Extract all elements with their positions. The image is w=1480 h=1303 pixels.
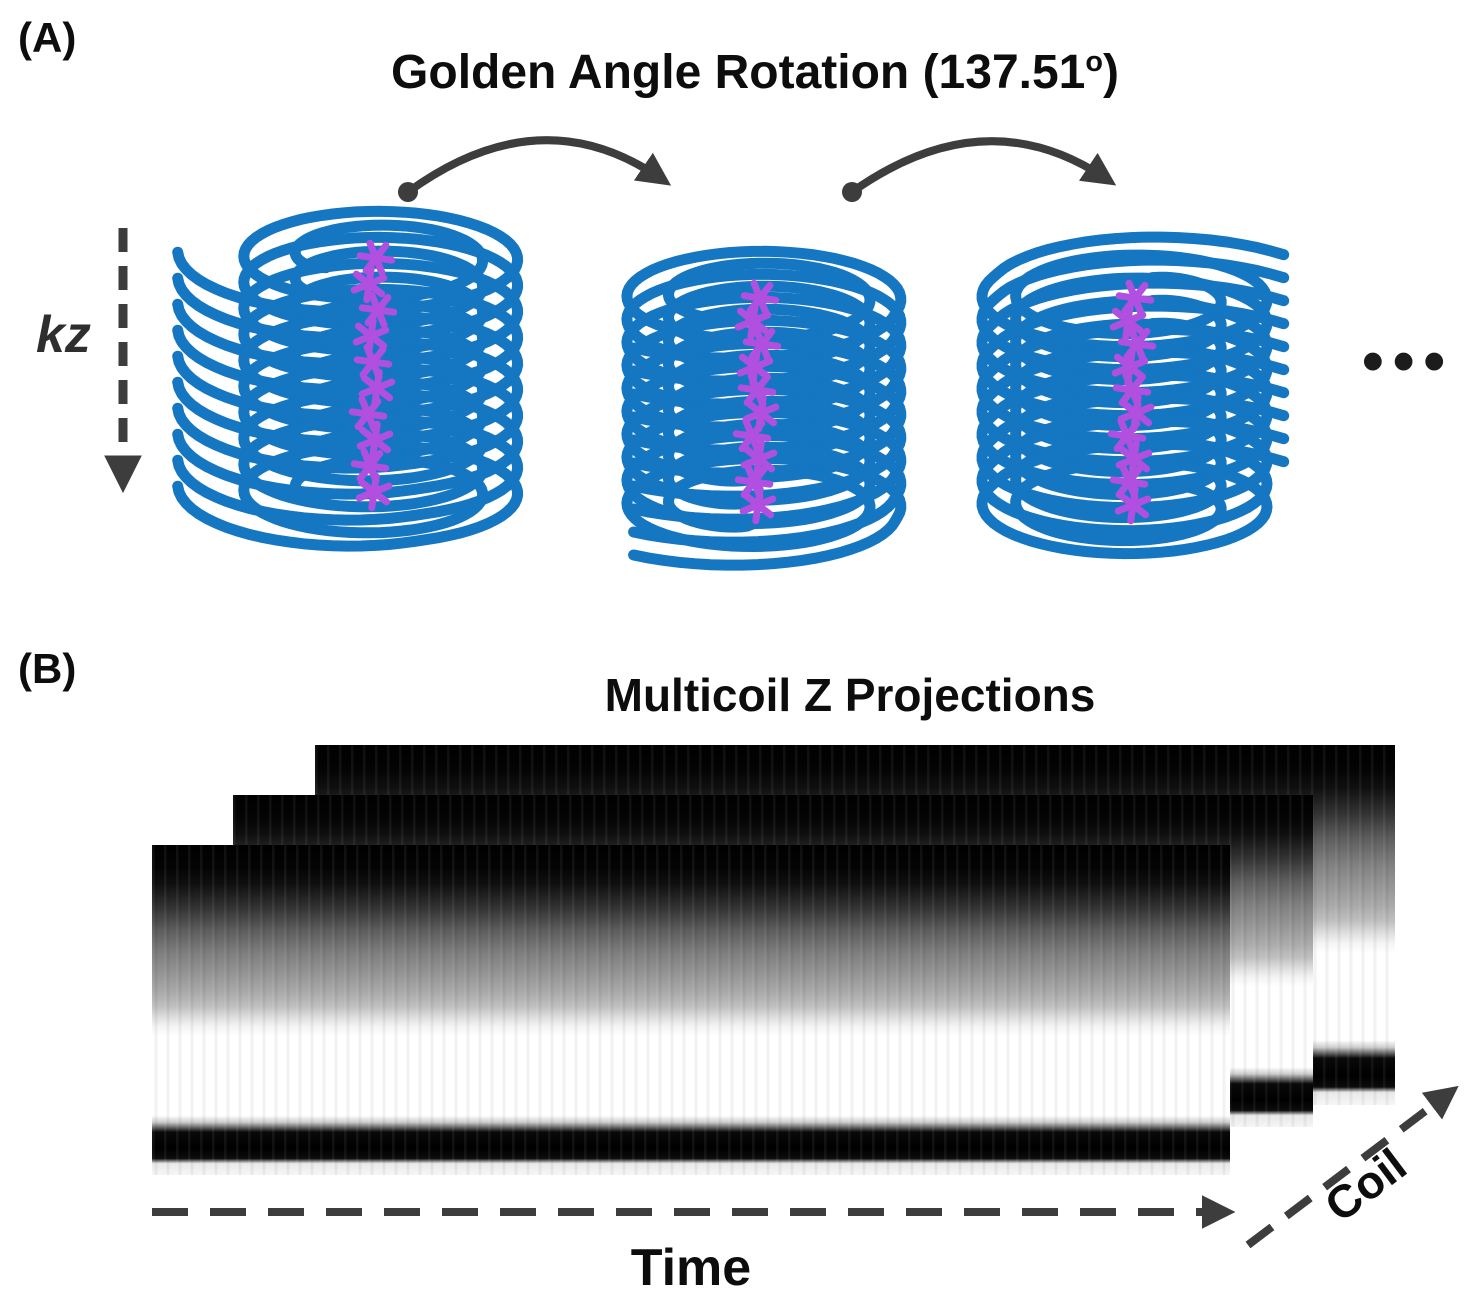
- panel-a-title: Golden Angle Rotation (137.51o): [30, 45, 1480, 100]
- rotation-arrow-1: [398, 136, 672, 202]
- spiral-stack-3: [976, 231, 1290, 560]
- kz-axis-label: kz: [36, 306, 91, 364]
- spiral-stack-2: [621, 245, 907, 571]
- projection-image-front: [152, 845, 1230, 1175]
- panel-a-title-text: Golden Angle Rotation (137.51: [391, 46, 1086, 99]
- panel-a-label: (A): [18, 14, 77, 61]
- continuation-ellipsis: •••: [1362, 327, 1455, 396]
- coil-axis-label: Coil: [1315, 1138, 1416, 1232]
- panel-b-label: (B): [18, 645, 77, 692]
- panel-a-title-close: ): [1102, 46, 1119, 99]
- time-axis-label: Time: [630, 1239, 752, 1297]
- degree-superscript: o: [1085, 46, 1103, 78]
- panel-b-title: Multicoil Z Projections: [604, 669, 1096, 721]
- rotation-arrow-2: [842, 137, 1117, 202]
- spiral-stack-3-center-markers: [1107, 279, 1157, 525]
- spiral-stack-1-center-markers: [348, 239, 398, 512]
- spiral-stack-1: [172, 205, 524, 552]
- spiral-stack-2-center-markers: [732, 279, 782, 525]
